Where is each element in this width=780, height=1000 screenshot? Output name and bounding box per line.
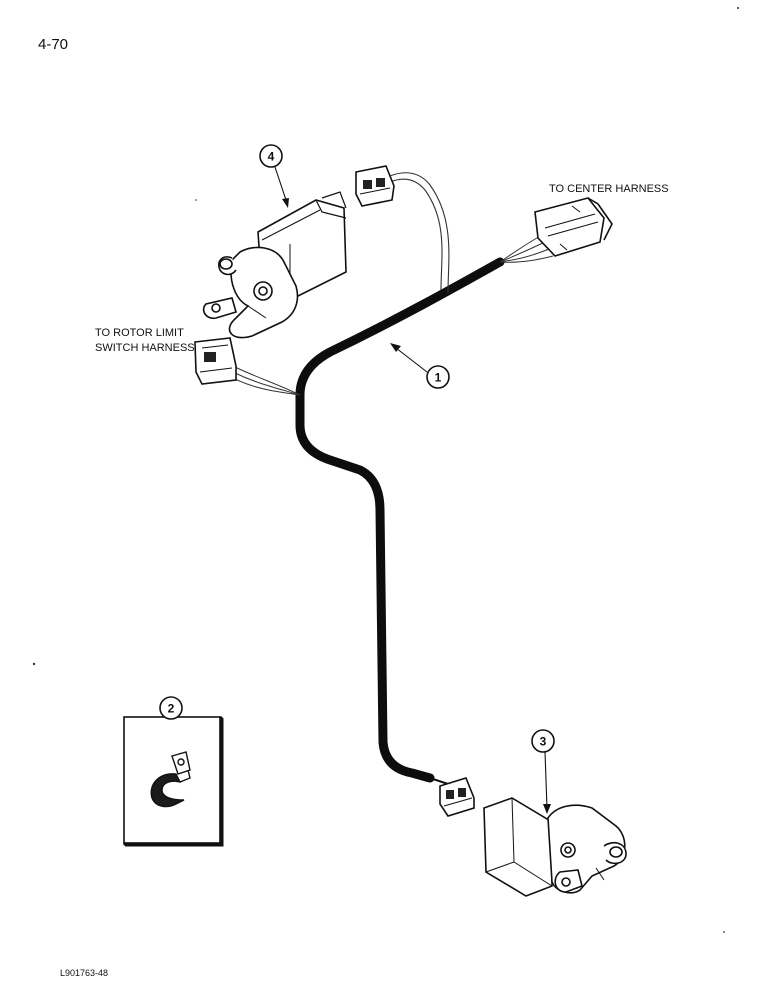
cable-clip [150,751,191,808]
to-rotor-limit-label-line1: TO ROTOR LIMIT [95,327,184,339]
callout-4-number: 4 [268,150,275,164]
to-rotor-limit-label-line2: SWITCH HARNESS [95,342,195,354]
callout-4-leader [274,166,288,204]
callout-3-leader [544,751,548,809]
callout-3-circle [531,729,555,753]
motor-4-lead [389,172,450,294]
figure-code: L901763-48 [60,968,109,978]
callout-1-circle [426,365,450,389]
callout-3-number: 3 [540,735,547,749]
callout-1-leader [395,347,428,373]
callout-1: 1 [390,343,450,389]
callout-2: 2 [159,696,183,720]
callout-2-circle [159,696,183,720]
callout-2-number: 2 [168,702,175,716]
center-harness-connector [534,197,613,257]
callout-1-number: 1 [435,371,442,385]
pigtail-bottom-wire [429,777,449,785]
motor-assembly-3 [483,797,627,897]
clip-inset [122,715,224,847]
callout-4-arrowhead [282,198,289,208]
callout-3-arrowhead [543,804,551,814]
motor-4-lead-connector [355,165,395,207]
to-center-harness-label: TO CENTER HARNESS [549,183,669,195]
rotor-limit-wires [234,366,301,396]
callout-3: 3 [531,729,555,814]
callout-4-circle [259,144,283,168]
harness-main-sheath [295,257,505,783]
wiring-harness [234,172,554,785]
callout-4: 4 [259,144,289,208]
page-number: 4-70 [38,36,69,53]
callout-1-arrowhead [390,343,401,352]
center-harness-wires [499,235,554,263]
motor-3-lead-connector [439,777,475,817]
inset-frame-shadow [122,715,224,847]
rotor-limit-connector [194,337,237,385]
motor-assembly-4 [202,191,347,339]
scan-specks [32,7,739,933]
